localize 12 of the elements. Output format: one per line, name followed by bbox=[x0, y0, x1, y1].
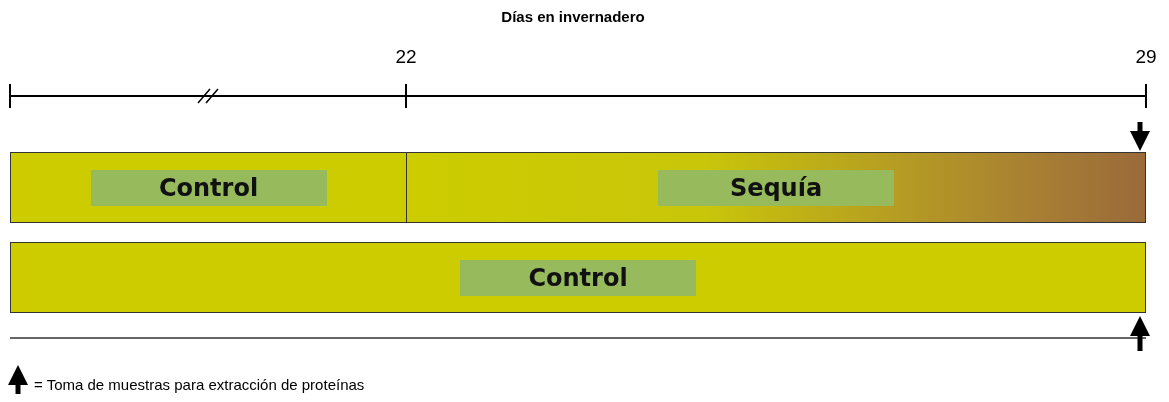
legend-text: = Toma de muestras para extracción de proteínas bbox=[34, 376, 365, 393]
treatment-bar bbox=[406, 152, 1146, 223]
tick-label: 29 bbox=[1134, 46, 1158, 68]
treatment-bar bbox=[10, 242, 1146, 313]
arrow bbox=[1130, 316, 1150, 351]
bar-label: Control bbox=[460, 259, 696, 296]
treatment-bar bbox=[10, 152, 407, 223]
tick-label: 22 bbox=[394, 46, 418, 68]
arrow bbox=[1130, 122, 1150, 151]
bar-label: Control bbox=[90, 169, 327, 206]
axis-title: Días en invernadero bbox=[500, 8, 646, 25]
bar-label: Sequía bbox=[658, 169, 894, 206]
